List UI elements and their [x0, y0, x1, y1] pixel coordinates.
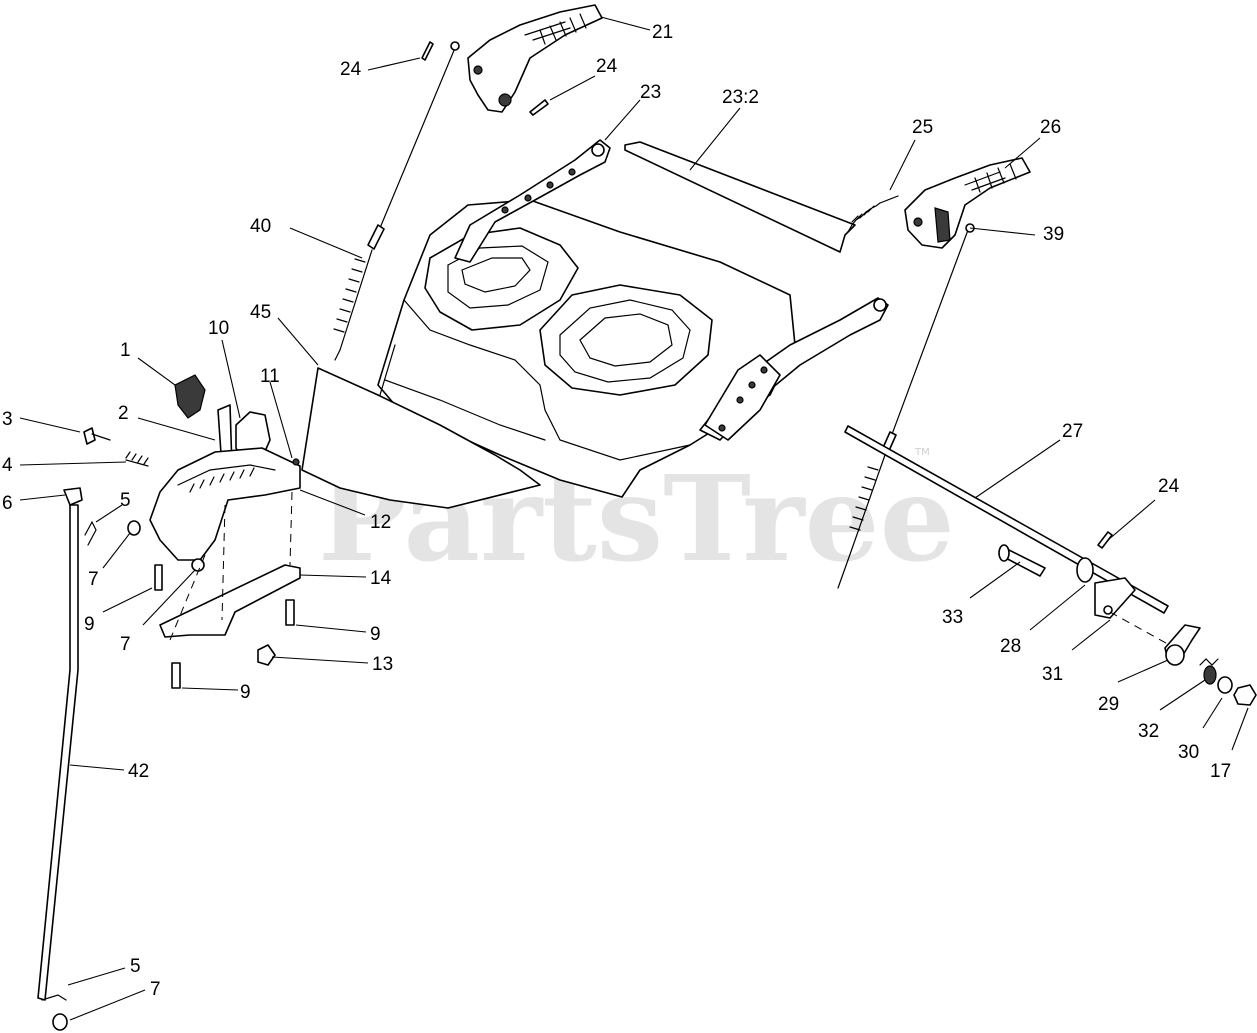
callout-leaders [19, 16, 1249, 1021]
callout-27: 27 [1062, 421, 1083, 442]
callout-24: 24 [596, 56, 618, 77]
callout-39: 39 [1043, 224, 1064, 245]
callout-6: 6 [2, 493, 13, 514]
callout-23: 23 [640, 82, 661, 103]
dashboard-console [377, 139, 889, 498]
callout-7: 7 [88, 569, 99, 590]
callout-7: 7 [150, 979, 161, 1000]
shift-rod-42 [37, 504, 79, 1001]
watermark-trademark: TM [914, 447, 930, 458]
callout-9: 9 [240, 682, 251, 703]
callout-42: 42 [128, 761, 149, 782]
callout-17: 17 [1210, 761, 1231, 782]
callout-33: 33 [942, 607, 963, 628]
right-handle-grip [904, 157, 1031, 249]
callout-9: 9 [84, 614, 95, 635]
spring-25 [847, 202, 881, 233]
pin-11 [292, 458, 300, 466]
decal-strip [624, 141, 856, 253]
shift-assembly [41, 374, 301, 1031]
callout-5: 5 [120, 490, 131, 511]
pin-24b [529, 99, 549, 116]
callout-24: 24 [1158, 476, 1180, 497]
side-panel [301, 367, 541, 509]
callout-24: 24 [340, 59, 362, 80]
callout-9: 9 [370, 624, 381, 645]
pin-24a [421, 41, 434, 61]
callout-10: 10 [208, 318, 229, 339]
callout-45: 45 [250, 302, 271, 323]
cable-40 [333, 41, 460, 361]
pin-24c [1097, 531, 1113, 549]
shaft-hardware [998, 544, 1257, 706]
callout-26: 26 [1040, 117, 1061, 138]
callout-25: 25 [912, 117, 933, 138]
callout-32: 32 [1138, 721, 1159, 742]
callout-4: 4 [2, 455, 13, 476]
callout-labels: 21 24 24 23 23:2 25 26 39 40 45 1 10 11 … [2, 22, 1231, 1000]
callout-3: 3 [2, 409, 13, 430]
callout-1: 1 [120, 340, 131, 361]
callout-7: 7 [120, 634, 131, 655]
callout-5: 5 [130, 956, 141, 977]
callout-30: 30 [1178, 742, 1199, 763]
callout-14: 14 [370, 568, 392, 589]
left-handle-grip [467, 4, 603, 113]
callout-23-2: 23:2 [722, 87, 759, 108]
callout-11: 11 [260, 366, 280, 387]
callout-21: 21 [652, 22, 673, 43]
callout-12: 12 [370, 512, 391, 533]
callout-31: 31 [1042, 664, 1063, 685]
callout-29: 29 [1098, 694, 1119, 715]
callout-28: 28 [1000, 636, 1021, 657]
callout-2: 2 [118, 403, 129, 424]
callout-13: 13 [372, 654, 393, 675]
callout-40: 40 [250, 216, 271, 237]
